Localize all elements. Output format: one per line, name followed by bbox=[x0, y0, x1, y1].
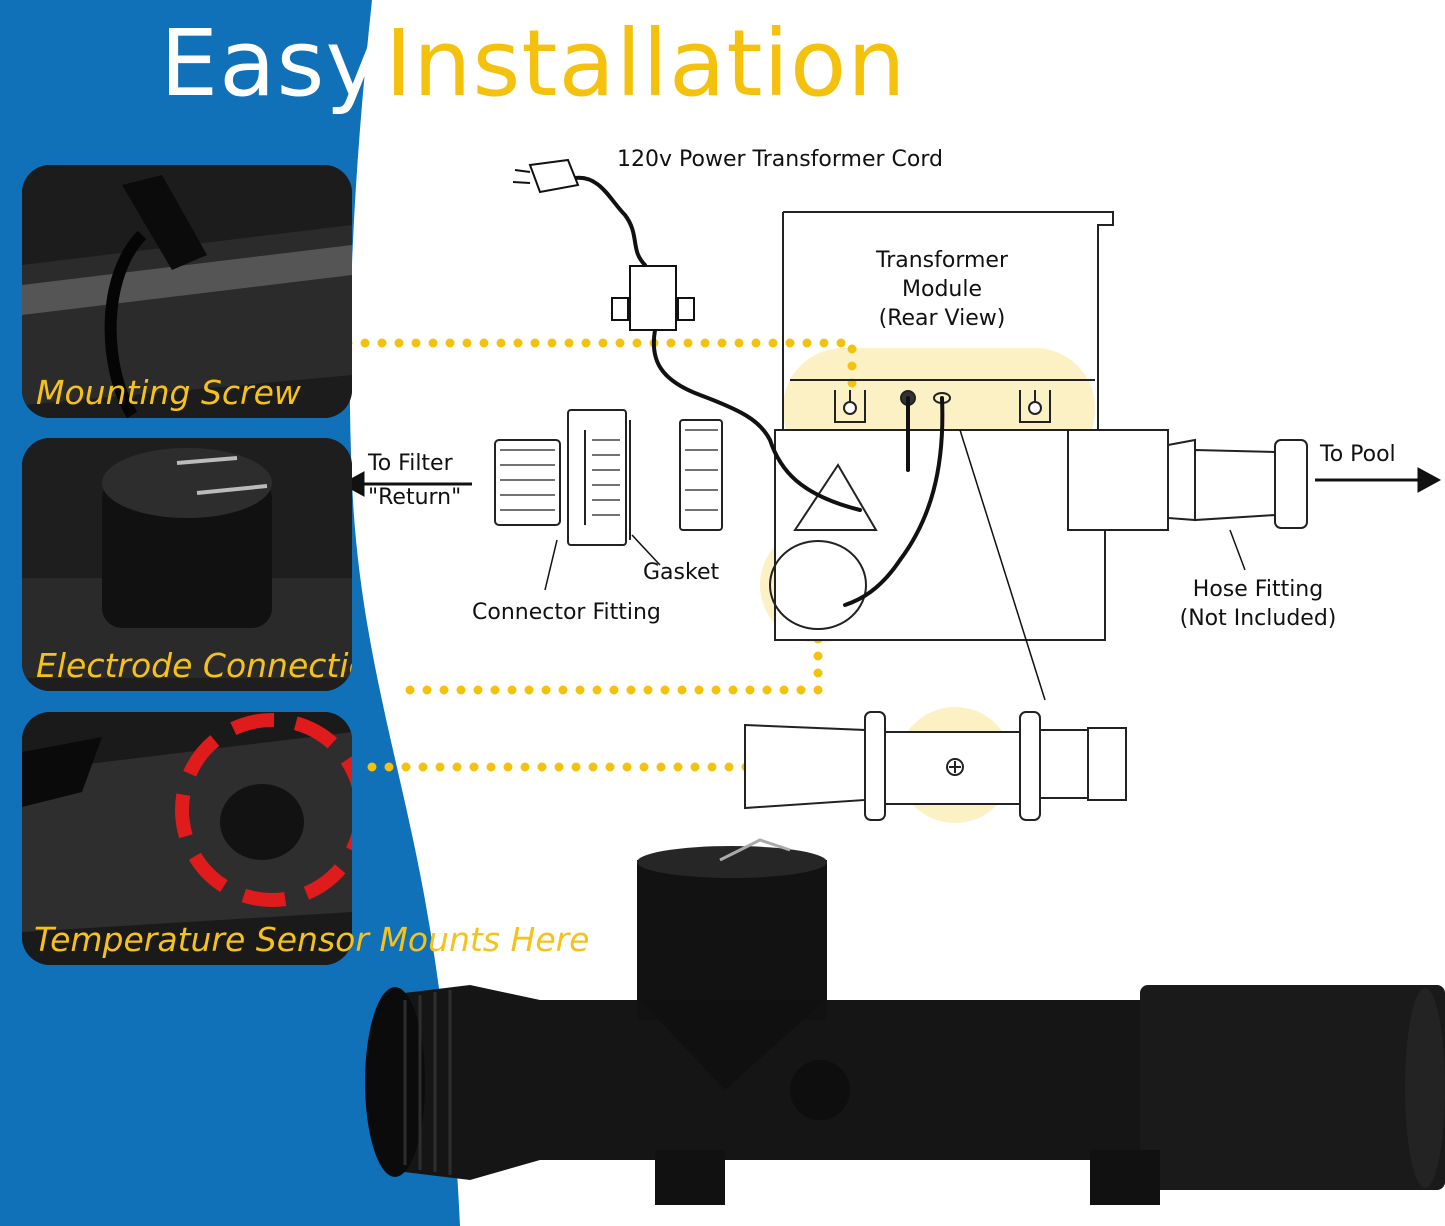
panel-electrode-connections: Electrode Connections bbox=[22, 438, 352, 691]
transformer-module bbox=[782, 211, 1114, 431]
side-view-diagram bbox=[744, 711, 1127, 821]
label-power-cord: 120v Power Transformer Cord bbox=[617, 147, 943, 172]
label-hose-fitting: Hose Fitting bbox=[1192, 577, 1324, 602]
label-module-line3: (Rear View) bbox=[878, 306, 1006, 331]
plug-icon bbox=[512, 158, 580, 194]
label-module-line2: Module bbox=[902, 277, 982, 302]
label-to-filter: To Filter bbox=[368, 451, 453, 476]
panel-label-temperature-sensor: Temperature Sensor Mounts Here bbox=[34, 920, 590, 959]
panel-label-electrode-connections: Electrode Connections bbox=[36, 646, 352, 685]
title-word-installation: Installation bbox=[385, 10, 907, 117]
label-connector-fitting: Connector Fitting bbox=[472, 600, 661, 625]
direction-arrows bbox=[340, 467, 1442, 497]
panel-mounting-screw: Mounting Screw bbox=[22, 165, 352, 418]
label-gasket: Gasket bbox=[643, 560, 720, 585]
label-module-line1: Transformer bbox=[875, 248, 1008, 273]
product-photo bbox=[365, 838, 1445, 1205]
label-not-included: (Not Included) bbox=[1179, 606, 1337, 631]
connector-ribs bbox=[500, 429, 718, 516]
pipe-diagram bbox=[494, 409, 1308, 641]
leader-lines bbox=[544, 429, 1246, 701]
title-word-easy: Easy bbox=[160, 10, 381, 117]
panel-label-mounting-screw: Mounting Screw bbox=[36, 373, 301, 412]
label-return: "Return" bbox=[368, 485, 462, 510]
label-to-pool: To Pool bbox=[1320, 442, 1396, 467]
power-cord bbox=[573, 175, 945, 607]
panel-temperature-sensor bbox=[22, 712, 352, 965]
cord-transformer-block bbox=[611, 265, 695, 331]
